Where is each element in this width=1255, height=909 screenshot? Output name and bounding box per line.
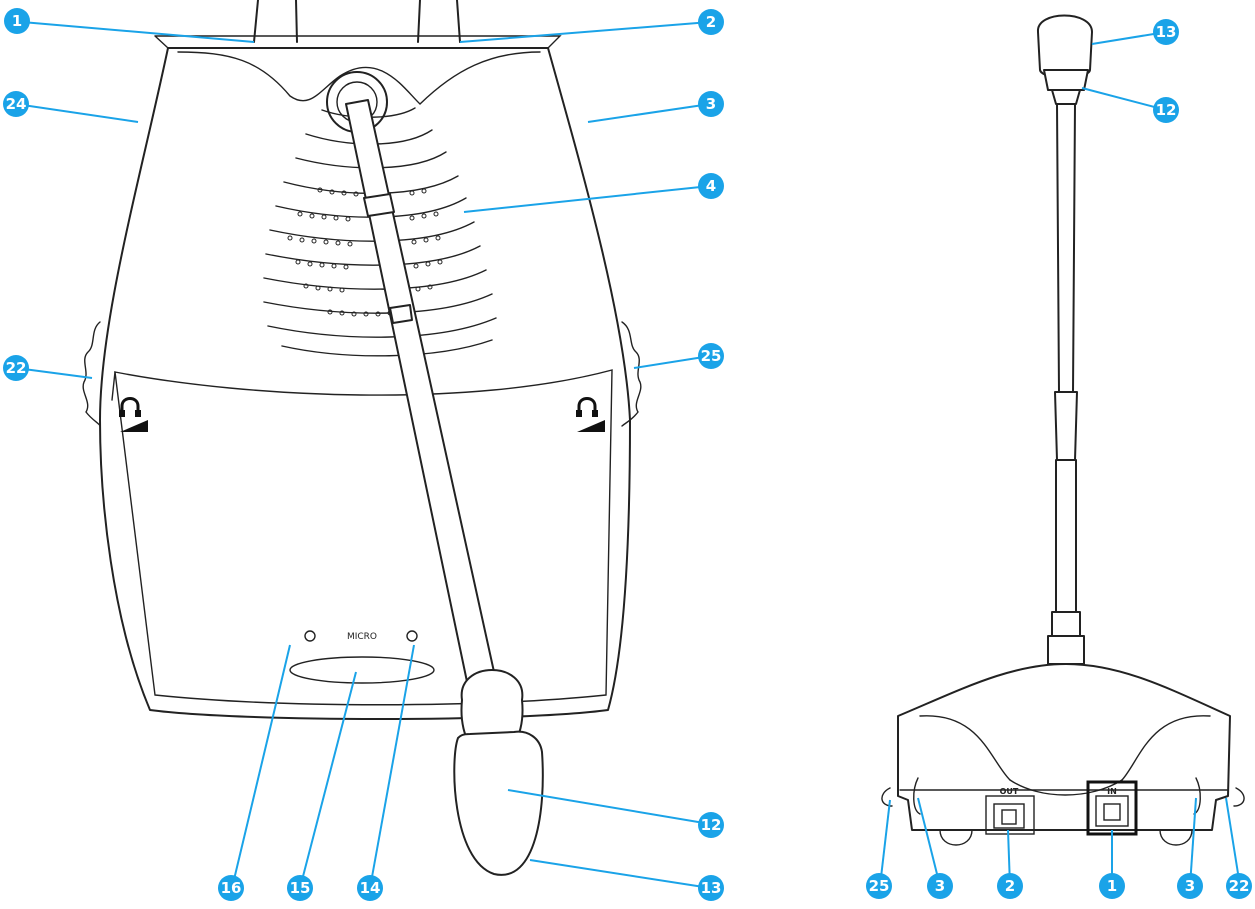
callout-marker: 4 [698, 173, 724, 199]
callout-marker: 3 [1177, 873, 1203, 899]
callouts-rear: 13 12 25 3 2 1 3 22 [866, 19, 1252, 899]
svg-text:1: 1 [1107, 877, 1117, 895]
callout-marker: 16 [218, 875, 244, 901]
gooseneck-front [326, 71, 499, 697]
callout-marker: 1 [1099, 873, 1125, 899]
micro-led-left [304, 630, 316, 642]
svg-text:12: 12 [1156, 101, 1177, 119]
out-port[interactable]: OUT [985, 787, 1035, 835]
headphone-volume-icon [576, 397, 605, 432]
leader-lines [15, 21, 1241, 889]
callout-marker: 22 [3, 355, 29, 381]
callout-marker: 13 [698, 875, 724, 901]
out-port-label: OUT [1000, 787, 1019, 796]
svg-text:12: 12 [701, 816, 722, 834]
callout-marker: 12 [1153, 97, 1179, 123]
svg-text:24: 24 [6, 95, 27, 113]
callout-marker: 25 [866, 873, 892, 899]
rear-view: OUT IN [881, 14, 1245, 846]
svg-text:13: 13 [701, 879, 722, 897]
micro-label: MICRO [347, 632, 377, 642]
svg-text:25: 25 [869, 877, 890, 895]
gooseneck-rear [1056, 103, 1076, 393]
callout-marker: 2 [997, 873, 1023, 899]
headphone-volume-icon [119, 397, 148, 432]
volume-knob-right[interactable] [621, 321, 642, 427]
callout-marker: 13 [1153, 19, 1179, 45]
svg-text:4: 4 [706, 177, 716, 195]
svg-text:3: 3 [935, 877, 945, 895]
base-body [897, 663, 1231, 831]
svg-text:14: 14 [360, 879, 381, 897]
front-view: MICRO [82, 0, 642, 876]
callout-marker: 14 [357, 875, 383, 901]
micro-led-right [406, 630, 418, 642]
volume-knob-left[interactable] [82, 321, 101, 427]
callout-marker: 15 [287, 875, 313, 901]
callouts-front: 1 2 24 3 4 22 25 12 13 16 15 14 [3, 8, 724, 901]
svg-text:22: 22 [6, 359, 27, 377]
svg-text:13: 13 [1156, 23, 1177, 41]
microphone-head-rear [1036, 14, 1093, 79]
svg-text:3: 3 [1185, 877, 1195, 895]
cable-stub-left [253, 0, 259, 43]
micro-button[interactable] [289, 656, 435, 684]
svg-text:2: 2 [706, 13, 716, 31]
callout-marker: 25 [698, 343, 724, 369]
cable-stub-right [417, 0, 421, 43]
housing-outline [99, 47, 631, 720]
svg-text:1: 1 [12, 12, 22, 30]
callout-marker: 22 [1226, 873, 1252, 899]
microphone-head-front [453, 669, 544, 876]
front-panel [114, 369, 613, 706]
callout-marker: 24 [3, 91, 29, 117]
svg-text:3: 3 [706, 95, 716, 113]
svg-text:16: 16 [221, 879, 242, 897]
svg-text:15: 15 [290, 879, 311, 897]
svg-text:2: 2 [1005, 877, 1015, 895]
callout-marker: 1 [4, 8, 30, 34]
svg-text:22: 22 [1229, 877, 1250, 895]
callout-marker: 3 [698, 91, 724, 117]
in-port-label: IN [1107, 787, 1117, 796]
callout-marker: 2 [698, 9, 724, 35]
svg-text:25: 25 [701, 347, 722, 365]
callout-marker: 12 [698, 812, 724, 838]
callout-marker: 3 [927, 873, 953, 899]
